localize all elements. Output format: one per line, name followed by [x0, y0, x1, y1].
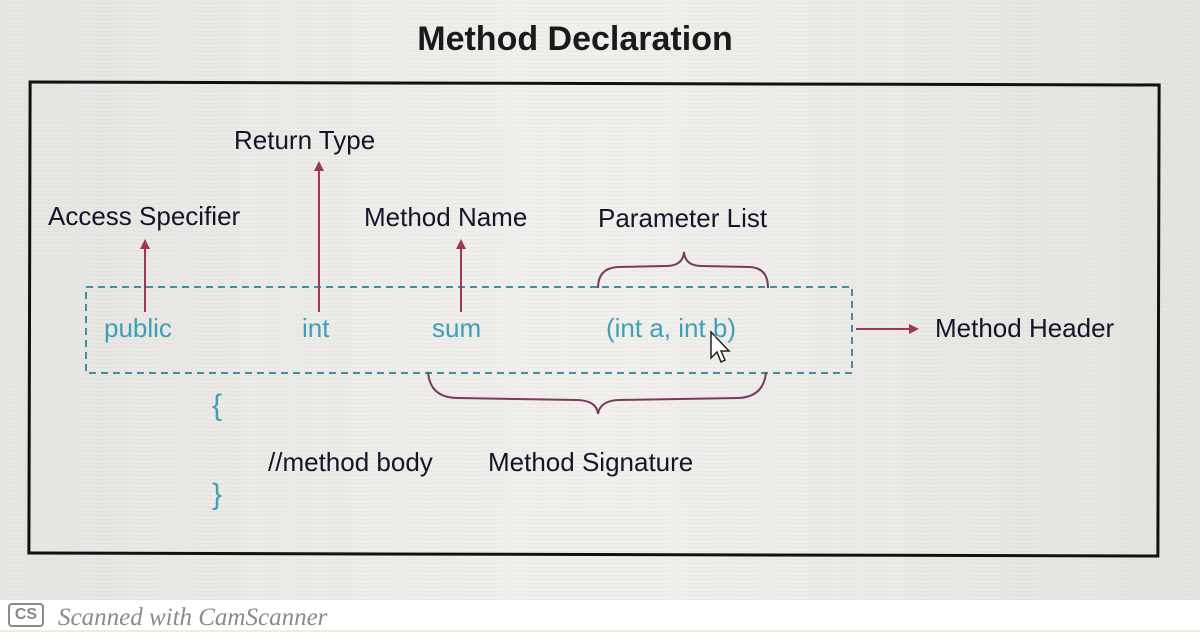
- label-access-specifier: Access Specifier: [48, 201, 241, 231]
- label-parameter-list: Parameter List: [598, 203, 768, 233]
- method-header-dashed-box: [85, 286, 853, 374]
- label-method-signature: Method Signature: [488, 447, 694, 477]
- code-open-brace: {: [212, 389, 223, 422]
- code-method-name: sum: [432, 313, 482, 343]
- code-access-modifier: public: [104, 313, 172, 343]
- label-return-type: Return Type: [234, 125, 376, 155]
- scanned-page: [0, 0, 1200, 600]
- label-method-body: //method body: [268, 447, 433, 477]
- camscanner-logo: CS: [8, 603, 44, 627]
- label-method-header: Method Header: [935, 313, 1115, 343]
- mouse-cursor-icon: [710, 330, 731, 364]
- footer-strip: [0, 600, 1200, 630]
- code-close-brace: }: [212, 478, 223, 511]
- parameter-list-brace: [597, 251, 769, 289]
- method-signature-brace: [427, 371, 767, 415]
- diagram-title: Method Declaration: [417, 20, 733, 58]
- code-return-type: int: [302, 313, 330, 343]
- label-method-name: Method Name: [364, 202, 528, 232]
- annotation-layer: [85, 161, 919, 415]
- camscanner-watermark-text: Scanned with CamScanner: [58, 604, 328, 631]
- code-parameter-list: (int a, int b): [606, 313, 737, 343]
